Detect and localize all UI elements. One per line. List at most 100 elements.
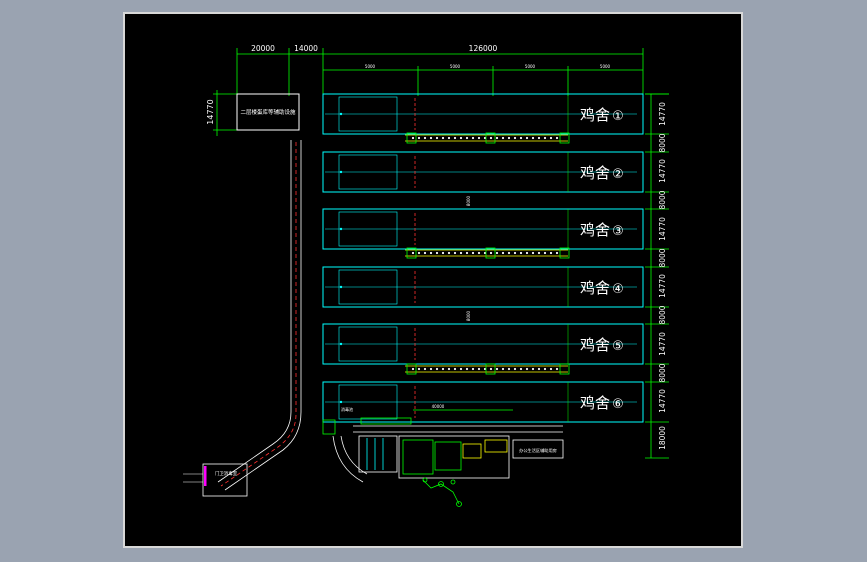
chicken-house-1 <box>322 93 644 135</box>
feed-bead <box>555 251 559 255</box>
dim-right-2: 8000 <box>658 133 667 152</box>
dim-right-4: 8000 <box>658 190 667 209</box>
feed-bead <box>507 367 511 371</box>
feed-bead <box>417 136 421 140</box>
feed-box-right <box>559 247 570 259</box>
house-node <box>339 342 343 346</box>
feed-bead <box>465 367 469 371</box>
house-num-1: ① <box>612 109 624 124</box>
feed-bead <box>441 251 445 255</box>
feed-bead <box>423 251 427 255</box>
gate-building-label: 门卫消毒室 <box>215 470 238 477</box>
house-num-3: ③ <box>612 224 624 239</box>
house-node <box>339 112 343 116</box>
feed-bead <box>429 136 433 140</box>
feed-box-right <box>559 363 570 375</box>
feed-bead <box>489 136 493 140</box>
feed-bead <box>483 367 487 371</box>
dim-right-11: 14770 <box>658 389 667 413</box>
dim-right-9: 14770 <box>658 332 667 356</box>
feed-bead <box>525 136 529 140</box>
feed-bead <box>459 367 463 371</box>
feed-bead <box>495 367 499 371</box>
feed-bead <box>543 367 547 371</box>
house-outline <box>322 266 644 308</box>
feed-bead <box>555 136 559 140</box>
dim-right-7: 14770 <box>658 274 667 298</box>
chicken-house-5 <box>322 323 644 365</box>
feed-bead <box>435 136 439 140</box>
feed-bead <box>537 367 541 371</box>
feed-bead <box>423 136 427 140</box>
feed-bead <box>549 251 553 255</box>
left-dimension <box>213 90 237 136</box>
feed-bead <box>501 136 505 140</box>
feed-bead <box>447 251 451 255</box>
gate-building <box>183 463 248 497</box>
feed-bead <box>519 251 523 255</box>
feed-box-left <box>406 363 417 375</box>
dim-right-5: 14770 <box>658 217 667 241</box>
feed-bead <box>513 251 517 255</box>
chicken-houses <box>322 93 644 423</box>
house-labels: 鸡舍 ① 鸡舍 ② 鸡舍 ③ 鸡舍 ④ 鸡舍 ⑤ 鸡舍 ⑥ <box>580 106 624 412</box>
house-label-3: 鸡舍 <box>580 221 610 239</box>
feed-bead <box>423 367 427 371</box>
house-num-4: ④ <box>612 282 624 297</box>
feed-bead <box>495 136 499 140</box>
feed-bead <box>483 251 487 255</box>
feed-box-left <box>406 247 417 259</box>
feed-box-mid <box>485 363 496 375</box>
feed-bead <box>465 136 469 140</box>
house-label-1: 鸡舍 <box>580 106 610 124</box>
feed-bead <box>519 367 523 371</box>
dim-right-8: 8000 <box>658 305 667 324</box>
feed-bead <box>519 136 523 140</box>
feed-bead <box>549 136 553 140</box>
feed-bead <box>453 136 457 140</box>
house-label-6: 鸡舍 <box>580 394 610 412</box>
dim-right-12: 18000 <box>658 426 667 450</box>
feed-bead <box>465 251 469 255</box>
feed-bead <box>513 367 517 371</box>
house-label-4: 鸡舍 <box>580 279 610 297</box>
feed-bead <box>471 367 475 371</box>
feed-bead <box>477 136 481 140</box>
service-building-label: 办公生活区辅助用房 <box>519 447 557 454</box>
top-building <box>236 93 300 131</box>
dim-left: 14770 <box>206 99 215 124</box>
mid-dim-2: 8000 <box>466 310 471 321</box>
house-node <box>339 170 343 174</box>
feed-bead <box>453 367 457 371</box>
house-num-2: ② <box>612 167 624 182</box>
feed-band-1 <box>405 132 570 144</box>
feed-bead <box>471 136 475 140</box>
feed-bead <box>453 251 457 255</box>
feed-box-left <box>406 132 417 144</box>
feed-bead <box>435 367 439 371</box>
feed-bead <box>501 367 505 371</box>
right-dimension-labels: 14770 8000 14770 8000 14770 8000 14770 8… <box>658 102 667 450</box>
feed-band-2 <box>405 247 570 259</box>
house-outline <box>322 151 644 193</box>
lower-dimension: 40000 <box>432 404 445 409</box>
feed-bead <box>495 251 499 255</box>
house-outline <box>322 323 644 365</box>
site-plan-drawing: 20000 14000 126000 5000 5000 5000 5000 1… <box>183 44 669 507</box>
feed-bead <box>525 367 529 371</box>
chicken-house-2 <box>322 151 644 193</box>
feed-bead <box>477 251 481 255</box>
house-num-5: ⑤ <box>612 339 624 354</box>
feed-bead <box>555 367 559 371</box>
feed-bead <box>417 367 421 371</box>
top-dimension-chain <box>236 48 644 96</box>
feed-box-mid <box>485 247 496 259</box>
feed-bead <box>501 251 505 255</box>
feed-bead <box>477 367 481 371</box>
mid-dim-1: 8000 <box>466 195 471 206</box>
house-node <box>339 227 343 231</box>
dim-top-3: 126000 <box>469 44 498 53</box>
dim-sub-4: 5000 <box>600 64 611 69</box>
feed-bead <box>411 367 415 371</box>
house-outline <box>322 208 644 250</box>
